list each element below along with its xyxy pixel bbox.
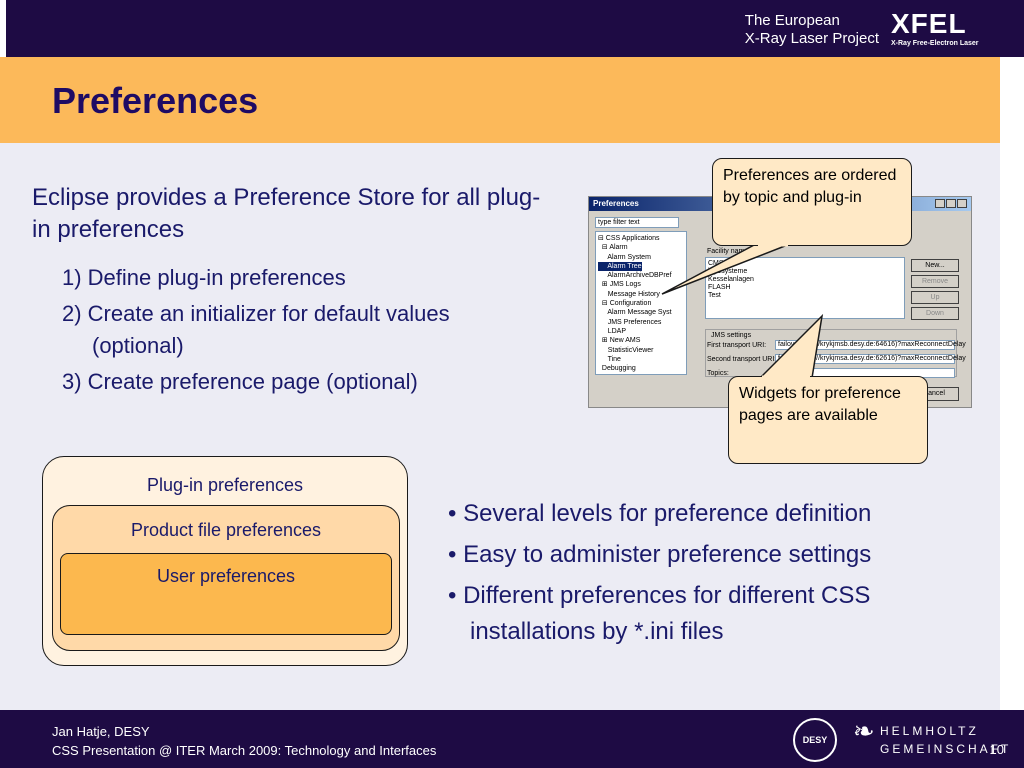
tree-item[interactable]: Debugging bbox=[598, 364, 684, 373]
helmholtz-logo: HELMHOLTZ GEMEINSCHAFT bbox=[880, 722, 1011, 758]
tree-item-label: Alarm Tree bbox=[598, 261, 642, 272]
facility-list-item[interactable]: Kesselanlagen bbox=[708, 276, 754, 283]
org-name: The European X-Ray Laser Project bbox=[745, 12, 879, 48]
window-buttons bbox=[935, 199, 967, 208]
callout-widgets-available: Widgets for preference pages are availab… bbox=[728, 376, 928, 464]
org-line-2: X-Ray Laser Project bbox=[744, 30, 879, 47]
bullet-item: Different preferences for different CSS … bbox=[448, 578, 988, 650]
tree-item[interactable]: Tine bbox=[598, 355, 684, 364]
tree-item[interactable]: ⊞ JMS Logs bbox=[598, 280, 684, 289]
tree-item-label: Alarm Message Syst bbox=[598, 309, 672, 317]
slide-title: Preferences bbox=[52, 80, 259, 121]
user-preferences-label: User preferences bbox=[156, 566, 296, 586]
first-uri-field[interactable]: failover:(tcp://krykjmsb.desy.de:64616)?… bbox=[775, 340, 966, 350]
step-item: 2) Create an initializer for default val… bbox=[62, 301, 450, 358]
tree-item-label: ⊟ Alarm bbox=[598, 244, 628, 252]
callout-preferences-ordered: Preferences are ordered by topic and plu… bbox=[712, 158, 912, 246]
plugin-preferences-label: Plug-in preferences bbox=[146, 475, 304, 495]
helmholtz-line-2: GEMEINSCHAFT bbox=[880, 742, 1012, 756]
second-uri-label: Second transport URI: bbox=[707, 356, 777, 363]
tree-item-label: Message History bbox=[598, 290, 660, 298]
second-uri-field[interactable]: failover:(tcp://krykjmsa.desy.de:62616)?… bbox=[775, 354, 966, 364]
step-item: 3) Create preference page (optional) bbox=[62, 369, 418, 394]
tree-item[interactable]: AlarmArchiveDBPref bbox=[598, 271, 684, 280]
dialog-title: Preferences bbox=[593, 199, 639, 208]
tree-item[interactable]: ⊟ Configuration bbox=[598, 299, 684, 308]
filter-input[interactable]: type filter text bbox=[595, 217, 679, 228]
facility-label: Facility name bbox=[707, 248, 749, 255]
minimize-icon[interactable] bbox=[935, 199, 945, 208]
facility-list-item[interactable]: kryosysteme bbox=[708, 268, 748, 275]
up-button[interactable]: Up bbox=[911, 291, 959, 304]
tree-item[interactable]: Alarm Tree bbox=[598, 261, 684, 272]
org-line-1: The European bbox=[744, 12, 840, 29]
facility-list-item[interactable]: CMS bbox=[708, 260, 724, 267]
facility-list-item[interactable]: Test bbox=[708, 292, 721, 299]
facility-list-item[interactable]: FLASH bbox=[708, 284, 731, 291]
user-preferences-box bbox=[60, 553, 392, 635]
tree-item[interactable]: ⊞ New AMS bbox=[598, 336, 684, 345]
xfel-logo-sub: X-Ray Free-Electron Laser bbox=[891, 40, 979, 47]
helmholtz-icon: ❧ bbox=[853, 716, 875, 746]
footer-bar: Jan Hatje, DESY CSS Presentation @ ITER … bbox=[0, 710, 1024, 768]
tree-item[interactable]: Alarm System bbox=[598, 253, 684, 262]
tree-item-label: LDAP bbox=[598, 327, 627, 335]
tree-item[interactable]: Message History bbox=[598, 290, 684, 299]
bullet-list: Several levels for preference definition… bbox=[448, 496, 988, 655]
close-icon[interactable] bbox=[957, 199, 967, 208]
new-button[interactable]: New... bbox=[911, 259, 959, 272]
tree-item-label: Debugging bbox=[598, 365, 636, 373]
tree-item-label: Tine bbox=[598, 355, 621, 363]
tree-item-label: JMS Preferences bbox=[598, 318, 662, 326]
footer-info: Jan Hatje, DESY CSS Presentation @ ITER … bbox=[52, 722, 436, 760]
tree-item[interactable]: Alarm Message Syst bbox=[598, 308, 684, 317]
desy-logo-text: DESY bbox=[802, 735, 828, 745]
tree-item-label: AlarmArchiveDBPref bbox=[598, 272, 672, 280]
first-uri-label: First transport URI: bbox=[707, 342, 767, 349]
topics-label: Topics: bbox=[707, 370, 729, 377]
header-bar bbox=[0, 0, 1024, 57]
tree-item-label: ⊞ JMS Logs bbox=[598, 281, 641, 289]
footer-author: Jan Hatje, DESY bbox=[52, 724, 150, 739]
tree-item-label: ⊟ CSS Applications bbox=[598, 235, 660, 242]
tree-item-label: StatisticViewer bbox=[598, 346, 654, 354]
intro-text: Eclipse provides a Preference Store for … bbox=[32, 184, 541, 243]
desy-logo: DESY bbox=[793, 718, 837, 762]
xfel-logo: XFEL X-Ray Free-Electron Laser bbox=[891, 8, 979, 48]
tree-item-label: ⊞ New AMS bbox=[598, 337, 641, 345]
tree-item[interactable]: LDAP bbox=[598, 327, 684, 336]
xfel-logo-main: XFEL bbox=[891, 8, 967, 39]
steps-list: 1) Define plug-in preferences 2) Create … bbox=[62, 262, 542, 402]
jms-group-label: JMS settings bbox=[711, 332, 752, 339]
down-button[interactable]: Down bbox=[911, 307, 959, 320]
remove-button[interactable]: Remove bbox=[911, 275, 959, 288]
tree-item[interactable]: JMS Preferences bbox=[598, 318, 684, 327]
bullet-item: Easy to administer preference settings bbox=[448, 537, 988, 573]
tree-item[interactable]: ⊟ CSS Applications bbox=[598, 234, 684, 243]
bullet-item: Several levels for preference definition bbox=[448, 496, 988, 532]
right-margin bbox=[1000, 57, 1024, 710]
helmholtz-line-1: HELMHOLTZ bbox=[880, 724, 979, 738]
maximize-icon[interactable] bbox=[946, 199, 956, 208]
tree-item[interactable]: StatisticViewer bbox=[598, 346, 684, 355]
step-item: 1) Define plug-in preferences bbox=[62, 265, 346, 290]
tree-item-label: ⊟ Configuration bbox=[598, 300, 652, 308]
preference-tree[interactable]: ⊟ CSS Applications ⊟ Alarm Alarm System … bbox=[595, 231, 687, 375]
product-file-preferences-label: Product file preferences bbox=[130, 520, 322, 540]
header-edge bbox=[0, 0, 6, 57]
tree-item-label: Alarm System bbox=[598, 253, 651, 261]
page-number: 10 bbox=[989, 742, 1004, 757]
tree-item[interactable]: ⊟ Alarm bbox=[598, 243, 684, 252]
title-band bbox=[0, 57, 1000, 143]
footer-event: CSS Presentation @ ITER March 2009: Tech… bbox=[52, 743, 437, 758]
